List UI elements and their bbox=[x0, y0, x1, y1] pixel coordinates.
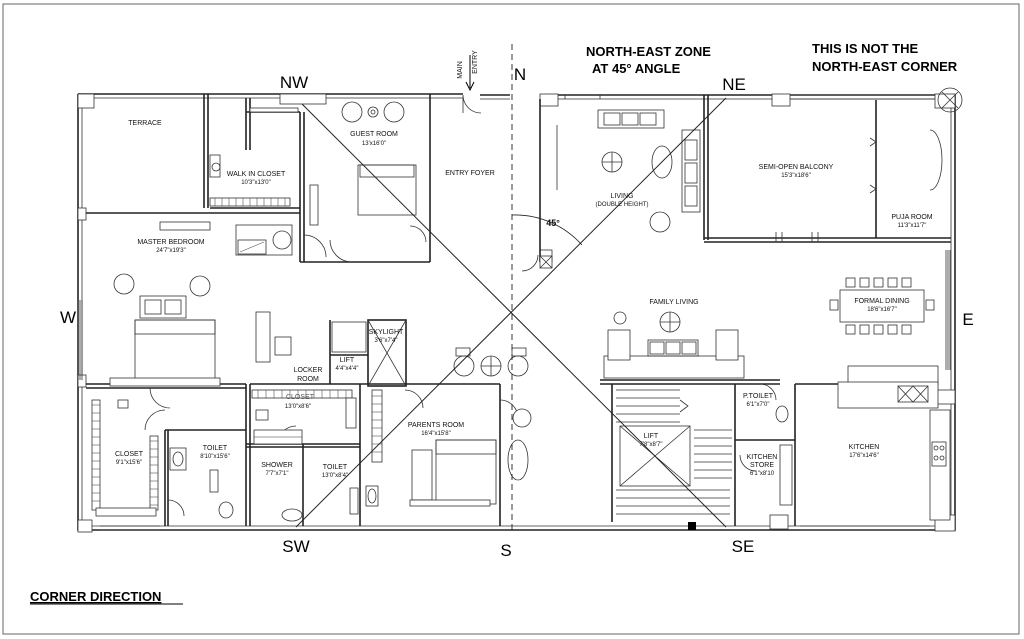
room-label-living: LIVING bbox=[611, 193, 634, 200]
room-label-kitchen: KITCHEN bbox=[849, 444, 880, 451]
page-border bbox=[2, 3, 1020, 635]
room-size-toilet-1: 8'10"x15'6" bbox=[200, 454, 230, 460]
room-size-closet: 9'1"x15'6" bbox=[116, 460, 142, 466]
room-label-guest-room: GUEST ROOM bbox=[350, 131, 398, 138]
room-size-formal-dining: 18'6"x16'7" bbox=[867, 307, 897, 313]
direction-label-w: W bbox=[60, 308, 76, 327]
room-label-family-living: FAMILY LIVING bbox=[649, 299, 698, 306]
room-sub-locker-room: ROOM bbox=[297, 376, 319, 383]
room-size-closet-2: 13'0"x8'6" bbox=[285, 404, 311, 410]
room-label-lift-main: LIFT bbox=[644, 433, 659, 440]
direction-label-ne: NE bbox=[722, 75, 746, 94]
room-size-kitchen-store: 6'1"x8'10 bbox=[750, 471, 775, 477]
room-label-toilet-1: TOILET bbox=[203, 445, 228, 452]
room-label-closet-2: CLOSET bbox=[286, 394, 315, 401]
room-label-semi-open-balcony: SEMI-OPEN BALCONY bbox=[759, 164, 834, 171]
direction-label-nw: NW bbox=[280, 73, 308, 92]
room-label-master-bedroom: MASTER BEDROOM bbox=[137, 239, 204, 246]
room-label-walk-in-closet: WALK IN CLOSET bbox=[227, 171, 286, 178]
room-label-terrace: TERRACE bbox=[128, 120, 162, 127]
room-size-master-bedroom: 24'7"x19'3" bbox=[156, 248, 186, 254]
room-label-kitchen-store: KITCHEN bbox=[747, 454, 778, 461]
room-label-closet: CLOSET bbox=[115, 451, 144, 458]
room-size-kitchen: 17'6"x14'6" bbox=[849, 453, 879, 459]
room-label-shower: SHOWER bbox=[261, 462, 293, 469]
room-label-puja-room: PUJA ROOM bbox=[891, 214, 932, 221]
room-sub-living: (DOUBLE HEIGHT) bbox=[595, 202, 648, 208]
room-label-formal-dining: FORMAL DINING bbox=[854, 298, 909, 305]
room-size-lift-main: 7'8"x8'7" bbox=[640, 442, 663, 448]
room-label-p-toilet: P.TOILET bbox=[743, 393, 774, 400]
direction-label-sw: SW bbox=[282, 537, 309, 556]
room-labels: TERRACE GUEST ROOM 13'x16'0" WALK IN CLO… bbox=[115, 120, 933, 479]
door-swings bbox=[144, 94, 777, 517]
not-ne-corner-note-line1: THIS IS NOT THE bbox=[812, 41, 919, 56]
main-entry-label-line1: MAIN bbox=[457, 61, 464, 79]
room-label-entry-foyer: ENTRY FOYER bbox=[445, 170, 495, 177]
main-entry-label-line2: ENTRY bbox=[472, 50, 479, 74]
room-label-lift-small: LIFT bbox=[340, 357, 355, 364]
room-size-semi-open-balcony: 15'3"x18'6" bbox=[781, 173, 811, 179]
windows bbox=[77, 94, 951, 531]
room-sub-kitchen-store: STORE bbox=[750, 462, 774, 469]
furniture bbox=[91, 87, 963, 522]
room-label-locker-room: LOCKER bbox=[294, 367, 323, 374]
room-size-parents-room: 16'4"x15'8" bbox=[421, 431, 451, 437]
ne-zone-note-line1: NORTH-EAST ZONE bbox=[586, 44, 711, 59]
room-size-shower: 7'7"x7'1" bbox=[266, 471, 289, 477]
direction-label-s: S bbox=[500, 541, 511, 560]
room-size-skylight: 3'6"x7'4" bbox=[375, 338, 398, 344]
room-label-toilet-2: TOILET bbox=[323, 464, 348, 471]
room-size-lift-small: 4'4"x4'4" bbox=[336, 366, 359, 372]
room-label-skylight: SKYLIGHT bbox=[369, 329, 404, 336]
room-size-puja-room: 11'3"x11'7" bbox=[898, 223, 927, 229]
direction-label-e: E bbox=[962, 310, 973, 329]
interior-walls bbox=[86, 94, 951, 526]
not-ne-corner-note-line2: NORTH-EAST CORNER bbox=[812, 59, 958, 74]
direction-guides bbox=[279, 44, 727, 530]
room-label-parents-room: PARENTS ROOM bbox=[408, 422, 464, 429]
direction-label-n: N bbox=[514, 65, 526, 84]
direction-label-se: SE bbox=[732, 537, 755, 556]
room-size-guest-room: 13'x16'0" bbox=[362, 141, 386, 147]
ne-zone-note-line2: AT 45° ANGLE bbox=[592, 61, 681, 76]
angle-label: 45° bbox=[546, 218, 560, 228]
room-size-p-toilet: 6'1"x7'0" bbox=[747, 402, 770, 408]
caption: CORNER DIRECTION bbox=[30, 589, 161, 604]
room-size-toilet-2: 13'0"x8'4" bbox=[322, 473, 348, 479]
room-size-walk-in-closet: 10'3"x13'0" bbox=[241, 180, 271, 186]
